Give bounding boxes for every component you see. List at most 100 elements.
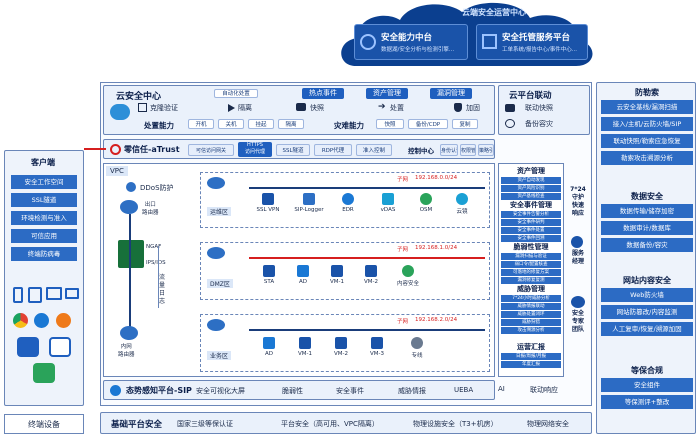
btn-rec-copy[interactable]: 复制 xyxy=(452,119,478,129)
capability-card: 安全能力中台 数据湖/安全分析与检测引擎... xyxy=(354,24,468,60)
ad2-label: AD xyxy=(265,351,273,357)
node-sta[interactable]: STA xyxy=(257,265,281,285)
node-vm2b[interactable]: VM-2 xyxy=(329,337,353,357)
action-clone[interactable]: 克隆验证 xyxy=(150,104,178,112)
node-vm3[interactable]: VM-3 xyxy=(365,337,389,357)
ops-vuln-item[interactable]: 漏洞扫描与验证 xyxy=(501,253,561,260)
action-handle[interactable]: 处置 xyxy=(390,104,404,112)
compliance-item[interactable]: 安全组件 xyxy=(601,378,693,392)
sip-item-vuln[interactable]: 脆弱性 xyxy=(282,387,303,395)
ops-vuln-item[interactable]: 弱口令/配置核查 xyxy=(501,261,561,268)
node-vm1b[interactable]: VM-1 xyxy=(293,337,317,357)
ops-assets-item[interactable]: 资产基线检查 xyxy=(501,193,561,200)
action-harden[interactable]: 加固 xyxy=(466,104,480,112)
node-ad[interactable]: AD xyxy=(291,265,315,285)
client-title: 客户端 xyxy=(31,158,55,167)
sip-item-ai[interactable]: AI xyxy=(498,385,505,393)
web-sec-item[interactable]: 人工复审/恢复/溯源加固 xyxy=(601,322,693,336)
ops-threat-item[interactable]: 7*24小时威胁分析 xyxy=(501,295,561,302)
btn-suspend[interactable]: 挂起 xyxy=(248,119,274,129)
ops-assets-title: 资产管理 xyxy=(517,167,545,175)
tab-vulns[interactable]: 漏洞管理 xyxy=(430,88,472,99)
ztna-auth[interactable]: 身份认证 xyxy=(440,144,458,156)
ops-section-vuln: 脆弱性管理 漏洞扫描与验证 弱口令/配置核查 可落地的修复方案 漏洞修复复测 xyxy=(501,242,561,284)
siplogger-icon xyxy=(303,193,315,205)
subnet-3-prefix: 子网 xyxy=(397,319,409,325)
node-siplogger[interactable]: SIP-Logger xyxy=(291,193,327,213)
sip-item-ueba[interactable]: UEBA xyxy=(454,386,474,394)
ngaf-label: NGAF xyxy=(146,244,162,250)
ransom-item[interactable]: 接入/主机/云防火墙/SIP xyxy=(601,117,693,131)
ops-report-item[interactable]: 年度汇报 xyxy=(501,361,561,368)
sip-item-screen[interactable]: 安全可视化大屏 xyxy=(196,387,245,395)
web-sec-item[interactable]: 网站防篡改/内容监测 xyxy=(601,305,693,319)
data-sec-item[interactable]: 数据传输/储存加密 xyxy=(601,204,693,218)
compliance-item[interactable]: 等保测评+整改 xyxy=(601,395,693,409)
ops-events-item[interactable]: 安全事件告警分析 xyxy=(501,211,561,218)
btn-power-off[interactable]: 关机 xyxy=(218,119,244,129)
router-in-icon xyxy=(120,326,138,340)
action-snapshot[interactable]: 快照 xyxy=(310,104,324,112)
ops-assets-item[interactable]: 资产风险识别 xyxy=(501,185,561,192)
client-item-trusted[interactable]: 可信应用 xyxy=(11,229,77,243)
ztna-perm[interactable]: 权限管理 xyxy=(460,144,476,156)
client-item-workspace[interactable]: 安全工作空间 xyxy=(11,175,77,189)
web-sec-item[interactable]: Web防火墙 xyxy=(601,288,693,302)
btn-quarantine[interactable]: 隔离 xyxy=(278,119,304,129)
ops-threat-item[interactable]: 威胁情报联动 xyxy=(501,303,561,310)
node-vm2[interactable]: VM-2 xyxy=(359,265,383,285)
linkage-camera-icon xyxy=(505,104,515,112)
tab-assets[interactable]: 资产管理 xyxy=(366,88,408,99)
ztna-rdp[interactable]: RDP代理 xyxy=(314,144,352,156)
action-isolate[interactable]: 隔离 xyxy=(238,104,252,112)
client-item-av[interactable]: 终端防病毒 xyxy=(11,247,77,261)
ransom-item[interactable]: 云安全基线/漏洞扫描 xyxy=(601,100,693,114)
ops-vuln-item[interactable]: 漏洞修复复测 xyxy=(501,277,561,284)
node-osm[interactable]: OSM xyxy=(411,193,441,213)
node-edr[interactable]: EDR xyxy=(333,193,363,213)
ops-threat-item[interactable]: 攻击溯源分析 xyxy=(501,327,561,334)
right-section-web: 网站内容安全 Web防火墙 网站防篡改/内容监测 人工复审/恢复/溯源加固 xyxy=(601,275,693,336)
sip-item-intel[interactable]: 威胁情报 xyxy=(398,387,426,395)
ops-section-events: 安全事件管理 安全事件告警分析 安全事件研判 安全事件处置 安全事件回溯 xyxy=(501,200,561,242)
ztna-https[interactable]: HTTPS 访问代理 xyxy=(238,142,272,157)
web-sec-title: 网站内容安全 xyxy=(623,276,671,285)
data-sec-item[interactable]: 数据审计/数据库 xyxy=(601,221,693,235)
sip-item-linkage[interactable]: 联动响应 xyxy=(530,386,558,394)
ztna-policy[interactable]: 策略引擎 xyxy=(478,144,494,156)
zone-ops: 运维区 子网 192.168.0.0/24 SSL VPN SIP-Logger… xyxy=(200,172,490,228)
btn-power-on[interactable]: 开机 xyxy=(188,119,214,129)
ops-events-item[interactable]: 安全事件处置 xyxy=(501,227,561,234)
client-item-ssl[interactable]: SSL隧道 xyxy=(11,193,77,207)
ops-events-item[interactable]: 安全事件回溯 xyxy=(501,235,561,242)
ops-events-item[interactable]: 安全事件研判 xyxy=(501,219,561,226)
sip-item-events[interactable]: 安全事件 xyxy=(336,387,364,395)
linkage-backup[interactable]: 备份容灾 xyxy=(525,120,553,128)
client-item-env[interactable]: 环境检测与准入 xyxy=(11,211,77,225)
btn-rec-snapshot[interactable]: 快照 xyxy=(376,119,404,129)
linkage-snapshot[interactable]: 联动快照 xyxy=(525,104,553,112)
node-leased[interactable]: 专线 xyxy=(405,337,429,359)
node-ad2[interactable]: AD xyxy=(257,337,281,357)
ransom-item[interactable]: 联动快照/勒索应急恢复 xyxy=(601,134,693,148)
ops-report-item[interactable]: 日报/周报/月报 xyxy=(501,353,561,360)
ztna-ssl[interactable]: SSL隧道 xyxy=(276,144,310,156)
ops-vuln-item[interactable]: 可落地的修复方案 xyxy=(501,269,561,276)
right-section-ransom: 防勒索 云安全基线/漏洞扫描 接入/主机/云防火墙/SIP 联动快照/勒索应急恢… xyxy=(601,87,693,165)
ops-assets-item[interactable]: 资产自动发现 xyxy=(501,177,561,184)
switch-icon-2 xyxy=(207,247,225,259)
ransom-item[interactable]: 勒索攻击溯源分析 xyxy=(601,151,693,165)
node-vdas[interactable]: vDAS xyxy=(373,193,403,213)
node-vm1[interactable]: VM-1 xyxy=(325,265,349,285)
ops-threat-item[interactable]: 威胁狩猎 xyxy=(501,319,561,326)
node-cloudmirror[interactable]: 云镜 xyxy=(447,193,477,215)
node-content-sec[interactable]: 内容安全 xyxy=(393,265,423,287)
btn-rec-backup[interactable]: 备份/CDP xyxy=(408,119,448,129)
data-sec-item[interactable]: 数据备份/容灾 xyxy=(601,238,693,252)
ztna-gateway[interactable]: 可信访问网关 xyxy=(188,144,234,156)
auto-badge[interactable]: 自动化处置 xyxy=(214,89,258,98)
node-sslvpn[interactable]: SSL VPN xyxy=(253,193,283,213)
ztna-access[interactable]: 准入控制 xyxy=(356,144,392,156)
tab-hot-events[interactable]: 热点事件 xyxy=(302,88,344,99)
ops-threat-item[interactable]: 威胁处置闭环 xyxy=(501,311,561,318)
